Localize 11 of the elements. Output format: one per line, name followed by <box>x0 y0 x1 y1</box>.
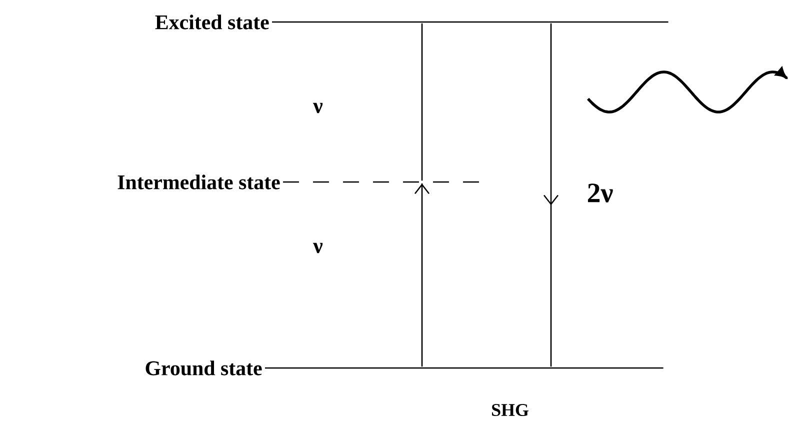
state-label: Intermediate state <box>118 174 280 190</box>
state-label: Ground state <box>146 360 262 376</box>
frequency-label: ν <box>313 102 323 114</box>
arrow <box>414 183 430 367</box>
energy-level-line <box>272 21 668 23</box>
edge-label: 2ν <box>588 184 613 202</box>
caption-label: SHG <box>492 404 528 416</box>
energy-level-line <box>265 367 664 369</box>
frequency-label: ν <box>313 242 323 254</box>
state-label: Excited state <box>155 14 269 30</box>
energy-level-line <box>283 181 480 183</box>
